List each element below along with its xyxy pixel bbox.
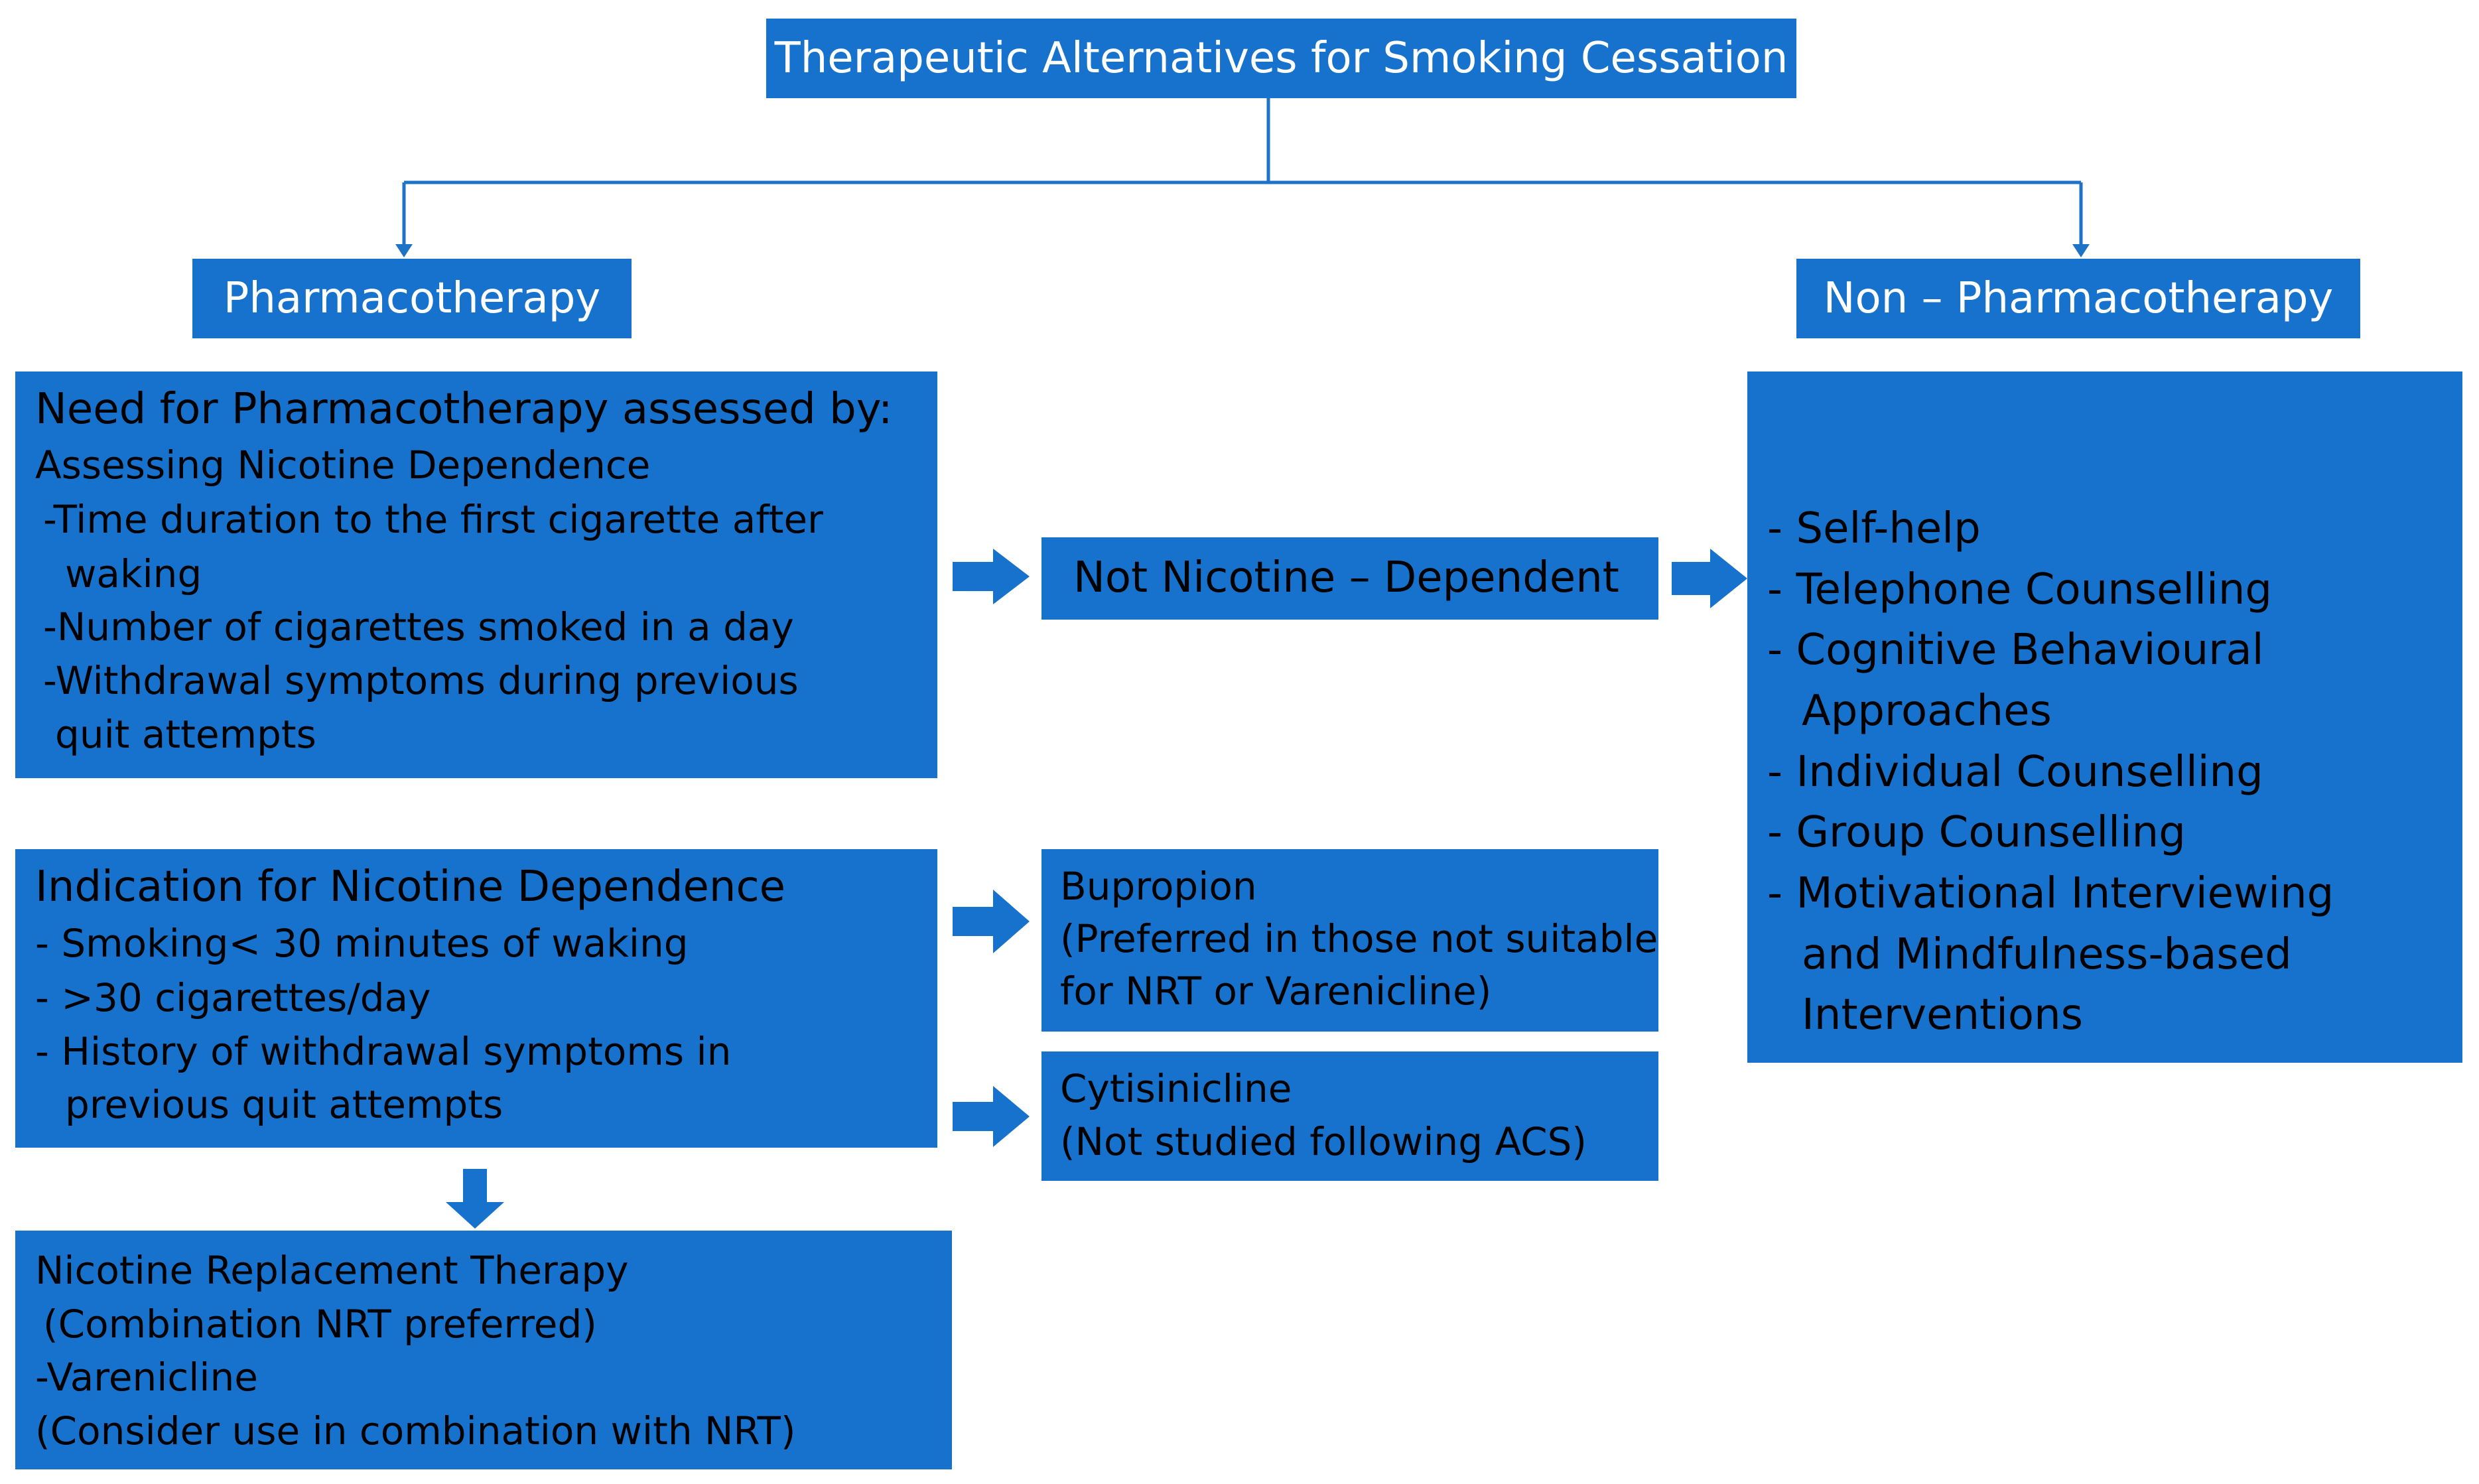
indication-line: - History of withdrawal symptoms in [35, 1029, 732, 1074]
right-drop-arrowhead [2072, 244, 2090, 257]
nrt-line: (Combination NRT preferred) [43, 1302, 597, 1347]
cytisinicline-line: (Not studied following ACS) [1060, 1119, 1587, 1164]
non-pharm-item: and Mindfulness-based [1802, 930, 2292, 979]
assessment-line: waking [65, 551, 202, 596]
cytisinicline-line: Cytisinicline [1060, 1066, 1292, 1111]
not-dependent-box: Not Nicotine – Dependent [1041, 537, 1658, 620]
diagram-title: Therapeutic Alternatives for Smoking Ces… [774, 34, 1788, 83]
title-box: Therapeutic Alternatives for Smoking Ces… [766, 19, 1796, 98]
non-pharm-item: - Telephone Counselling [1767, 565, 2273, 614]
non-pharm-item: - Individual Counselling [1767, 748, 2263, 797]
indication-line: - Smoking< 30 minutes of waking [35, 921, 689, 966]
arrow-to-non-pharmacotherapy [1672, 549, 1747, 608]
indication-line: - >30 cigarettes/day [35, 975, 431, 1020]
cytisinicline-box: Cytisinicline (Not studied following ACS… [1041, 1051, 1658, 1181]
assessment-line: -Withdrawal symptoms during previous [43, 658, 799, 703]
non-pharm-item: - Motivational Interviewing [1767, 869, 2334, 918]
non-pharm-item: - Cognitive Behavioural [1767, 626, 2264, 675]
non-pharmacotherapy-box: - Self-help - Telephone Counselling - Co… [1747, 371, 2462, 1063]
indication-box: Indication for Nicotine Dependence - Smo… [15, 849, 937, 1148]
arrow-to-bupropion [953, 890, 1030, 953]
bupropion-line: for NRT or Varenicline) [1060, 969, 1492, 1014]
non-pharmacotherapy-header: Non – Pharmacotherapy [1796, 259, 2360, 338]
arrow-to-cytisinicline [953, 1086, 1030, 1147]
nrt-line: (Consider use in combination with NRT) [35, 1408, 796, 1453]
bupropion-box: Bupropion (Preferred in those not suitab… [1041, 849, 1658, 1032]
non-pharmacotherapy-label: Non – Pharmacotherapy [1823, 274, 2334, 323]
nrt-box: Nicotine Replacement Therapy (Combinatio… [15, 1231, 952, 1469]
bupropion-line: (Preferred in those not suitable [1060, 916, 1658, 961]
non-pharm-item: Approaches [1802, 687, 2052, 736]
assessment-heading: Need for Pharmacotherapy assessed by: [35, 385, 893, 434]
indication-heading: Indication for Nicotine Dependence [35, 862, 786, 911]
left-drop-arrowhead [395, 244, 413, 257]
non-pharm-item: Interventions [1802, 990, 2083, 1040]
nrt-line: -Varenicline [35, 1355, 258, 1400]
arrow-to-not-dependent [953, 549, 1030, 604]
bupropion-line: Bupropion [1060, 864, 1257, 909]
assessment-line: quit attempts [55, 712, 316, 757]
indication-line: previous quit attempts [65, 1082, 503, 1127]
pharmacotherapy-label: Pharmacotherapy [223, 274, 601, 323]
pharmacotherapy-header: Pharmacotherapy [192, 259, 632, 338]
tree-connectors [402, 98, 2083, 245]
non-pharm-item: - Group Counselling [1767, 808, 2186, 857]
non-pharm-item: - Self-help [1767, 504, 1981, 553]
assessment-line: -Number of cigarettes smoked in a day [43, 604, 794, 649]
assessment-line: Assessing Nicotine Dependence [35, 442, 651, 488]
arrow-to-nrt [446, 1169, 504, 1229]
not-dependent-label: Not Nicotine – Dependent [1073, 553, 1619, 602]
nrt-line: Nicotine Replacement Therapy [35, 1248, 629, 1293]
assessment-line: -Time duration to the first cigarette af… [43, 497, 823, 542]
assessment-box: Need for Pharmacotherapy assessed by: As… [15, 371, 937, 778]
